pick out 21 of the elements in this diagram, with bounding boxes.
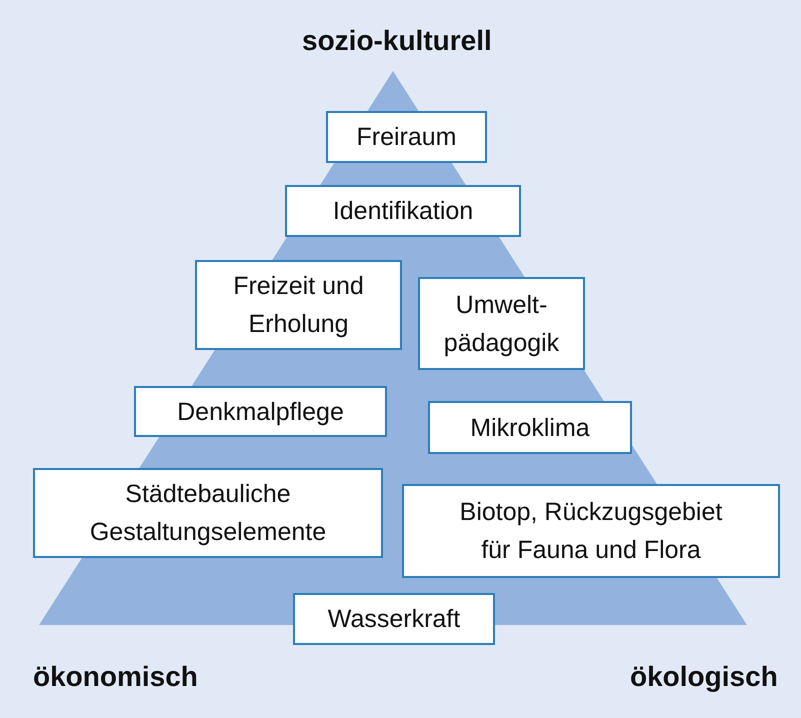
concept-label: Städtebauliche Gestaltungselemente bbox=[88, 479, 328, 548]
concept-box bbox=[428, 401, 632, 454]
corner-label: sozio-kulturell bbox=[302, 24, 492, 58]
concept-label: Wasserkraft bbox=[328, 604, 460, 635]
concept-box bbox=[326, 111, 487, 163]
concept-label: Mikroklima bbox=[470, 412, 590, 444]
concept-label: Freizeit und Erholung bbox=[232, 271, 365, 340]
concept-label: Biotop, Rückzugsgebiet für Fauna und Flora bbox=[458, 497, 724, 566]
concept-box bbox=[134, 386, 387, 437]
concept-label: Freiraum bbox=[356, 122, 456, 153]
concept-box bbox=[195, 260, 402, 350]
concept-label: Identifikation bbox=[332, 196, 474, 227]
concept-label: Denkmalpflege bbox=[177, 396, 344, 428]
concept-box bbox=[293, 593, 495, 645]
concept-box bbox=[285, 185, 521, 237]
concept-label: Umwelt-pädagogik bbox=[442, 290, 560, 358]
concept-box bbox=[33, 468, 383, 558]
concept-box bbox=[418, 277, 585, 370]
corner-label: ökonomisch bbox=[33, 660, 198, 694]
concept-box bbox=[402, 484, 780, 578]
corner-label: ökologisch bbox=[630, 660, 778, 694]
